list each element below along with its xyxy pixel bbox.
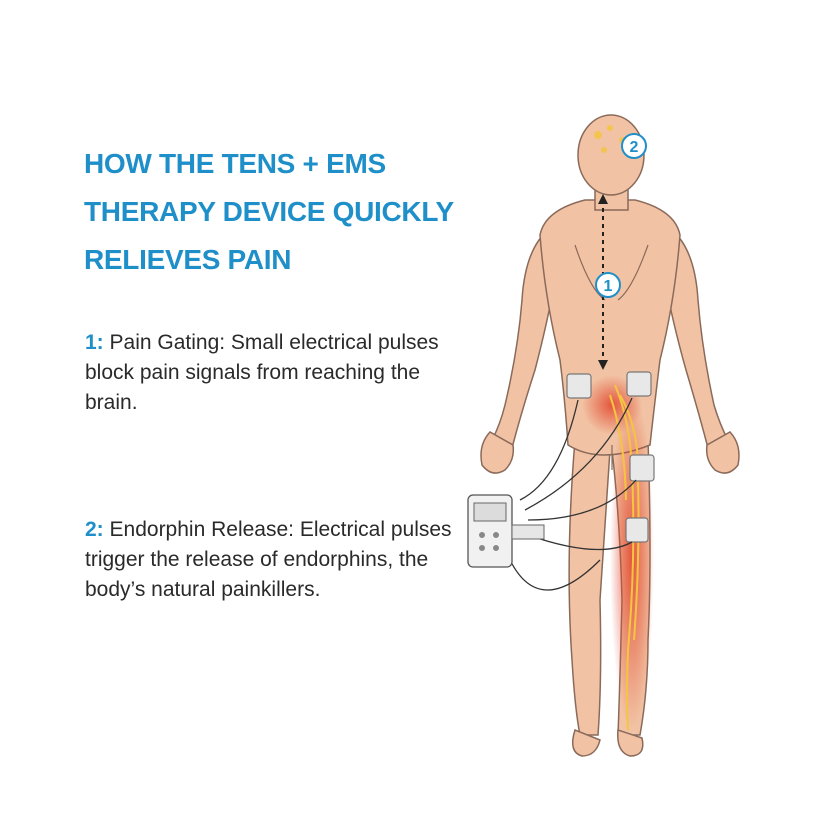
marker-2-label: 2	[630, 139, 639, 156]
title-line-3: RELIEVES PAIN	[84, 244, 292, 275]
point-text: Endorphin Release: Electrical pulses tri…	[85, 518, 452, 601]
point-number: 1:	[85, 331, 104, 354]
point-pain-gating: 1: Pain Gating: Small electrical pulses …	[85, 328, 465, 418]
marker-2: 2	[621, 133, 647, 159]
marker-1: 1	[595, 272, 621, 298]
human-body-back-illustration: 1 2	[467, 114, 740, 757]
electrode-pad-icon	[566, 371, 655, 543]
page-title: HOW THE TENS + EMS THERAPY DEVICE QUICKL…	[84, 140, 524, 284]
point-text: Pain Gating: Small electrical pulses blo…	[85, 331, 439, 414]
marker-1-label: 1	[604, 278, 613, 295]
body-silhouette	[480, 114, 740, 757]
point-endorphin-release: 2: Endorphin Release: Electrical pulses …	[85, 515, 465, 605]
point-number: 2:	[85, 518, 104, 541]
electrode-wires	[509, 397, 637, 591]
brain-activity	[594, 125, 625, 153]
title-line-2: THERAPY DEVICE QUICKLY	[84, 196, 454, 227]
tens-device-icon	[467, 494, 545, 568]
title-line-1: HOW THE TENS + EMS	[84, 148, 386, 179]
nerve-icon	[609, 384, 640, 731]
